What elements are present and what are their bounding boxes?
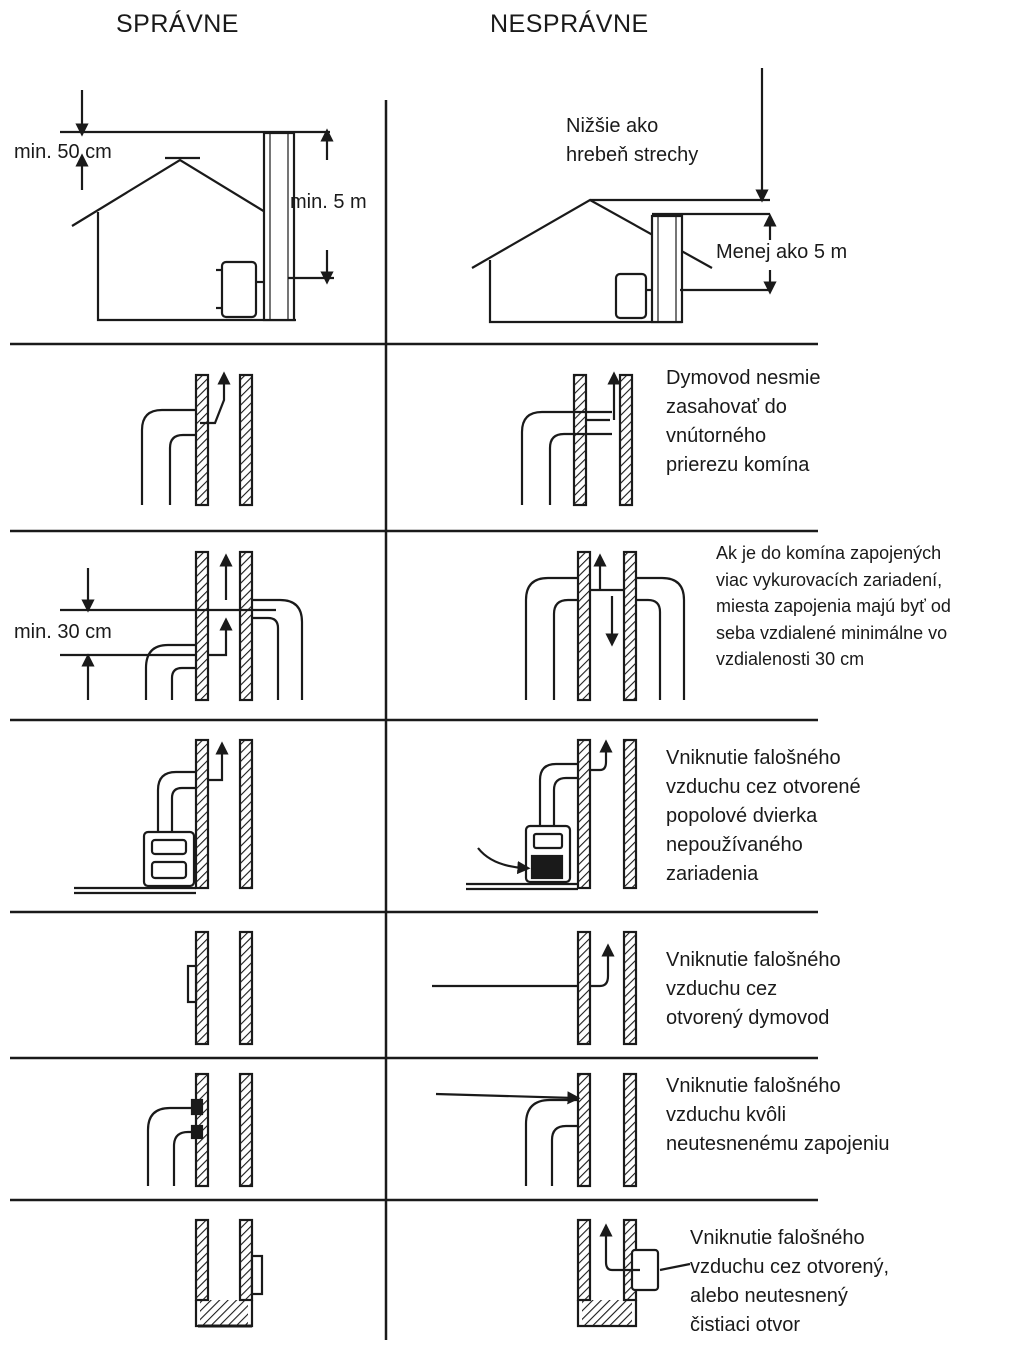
leaky-correct xyxy=(146,1072,254,1188)
text-line: vzdialenosti 30 cm xyxy=(716,649,865,669)
text-line: viac vykurovacích zariadení, xyxy=(716,569,943,590)
stove-incorrect xyxy=(466,738,638,891)
text-line: Dymovod nesmie xyxy=(666,367,821,389)
text-line: nepoužívaného xyxy=(666,834,803,856)
text-line: Ak je do komína zapojených xyxy=(716,543,942,563)
text-line: neutesnenému zapojeniu xyxy=(666,1133,890,1155)
multi-correct xyxy=(60,550,304,702)
openflue-incorrect xyxy=(432,930,638,1046)
text-line: otvorený dymovod xyxy=(666,1007,830,1029)
text-line: vnútorného xyxy=(666,425,767,447)
text-line: popolové dvierka xyxy=(666,805,818,827)
text-line: Nižšie ako xyxy=(566,115,659,137)
description-leaky-connection: Vniknutie falošného vzduchu kvôli neutes… xyxy=(666,1072,890,1159)
text-line: hrebeň strechy xyxy=(566,144,699,166)
text-line: Vniknutie falošného xyxy=(690,1227,865,1249)
text-line: vzduchu kvôli xyxy=(666,1104,787,1126)
house-correct xyxy=(60,90,334,322)
text-line: zasahovať do xyxy=(666,396,787,418)
flue-correct xyxy=(140,371,254,507)
label-min-30cm: min. 30 cm xyxy=(14,621,112,643)
openflue-correct xyxy=(186,930,254,1046)
header-correct: SPRÁVNE xyxy=(116,10,239,38)
text-line: Vniknutie falošného xyxy=(666,1075,841,1097)
label-min-5m: min. 5 m xyxy=(290,191,367,213)
text-line: seba vzdialené minimálne vo xyxy=(716,622,948,643)
text-line: vzduchu cez otvorený, xyxy=(690,1256,889,1278)
label-less-than-5m: Menej ako 5 m xyxy=(716,241,848,263)
text-line: čistiaci otvor xyxy=(690,1314,801,1336)
text-line: Vniknutie falošného xyxy=(666,949,841,971)
cleanout-correct xyxy=(194,1218,264,1328)
text-line: vzduchu cez xyxy=(666,978,778,1000)
multi-incorrect xyxy=(524,550,686,702)
text-line: zariadenia xyxy=(666,863,759,885)
grid-lines xyxy=(10,100,818,1340)
label-min-50cm: min. 50 cm xyxy=(14,141,112,163)
header-incorrect: NESPRÁVNE xyxy=(490,10,649,38)
leaky-incorrect xyxy=(435,1072,638,1188)
text-line: alebo neutesnený xyxy=(690,1285,848,1307)
description-flue-protrusion: Dymovod nesmie zasahovať do vnútorného p… xyxy=(666,364,821,480)
text-line: vzduchu cez otvorené xyxy=(666,776,861,798)
text-line: prierezu komína xyxy=(666,454,810,476)
text-line: Vniknutie falošného xyxy=(666,747,841,769)
description-cleaning-opening: Vniknutie falošného vzduchu cez otvorený… xyxy=(690,1224,889,1340)
flue-incorrect xyxy=(520,371,634,507)
cleanout-incorrect xyxy=(576,1218,691,1328)
description-ash-door: Vniknutie falošného vzduchu cez otvorené… xyxy=(666,744,861,889)
text-line: miesta zapojenia majú byť od xyxy=(716,596,951,616)
house-incorrect xyxy=(471,68,777,324)
stove-correct xyxy=(74,738,254,895)
label-lower-than-ridge: Nižšie ako hrebeň strechy xyxy=(566,112,698,170)
description-multiple-connections: Ak je do komína zapojených viac vykurova… xyxy=(716,540,951,673)
description-open-flue: Vniknutie falošného vzduchu cez otvorený… xyxy=(666,946,841,1033)
